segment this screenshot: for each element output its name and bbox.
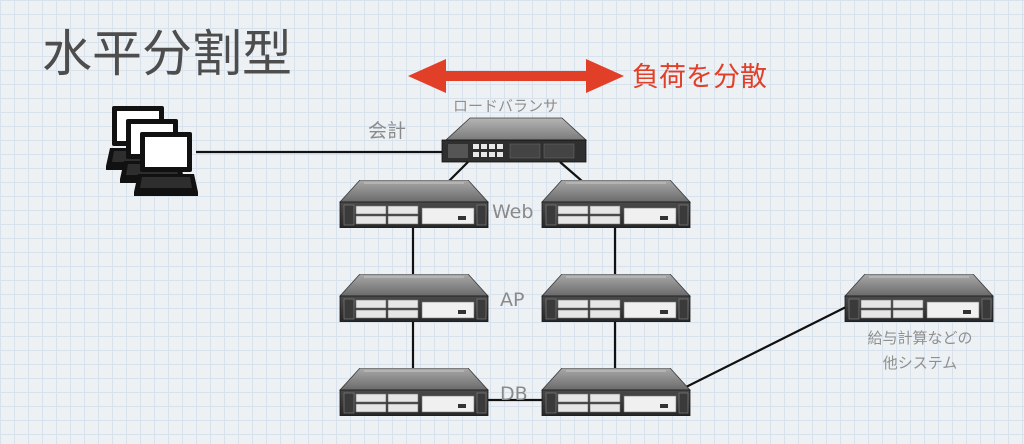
laptop-icon — [134, 132, 198, 196]
db-server-right — [541, 368, 691, 416]
other-system-server — [844, 274, 994, 322]
load-balancer-device — [441, 117, 588, 163]
web-tier-label: Web — [492, 201, 533, 223]
load-balancer-label: ロードバランサ — [453, 97, 558, 115]
ap-server-left — [339, 274, 489, 322]
client-label: 会計 — [368, 120, 406, 142]
web-server-right — [541, 180, 691, 228]
ap-server-right — [541, 274, 691, 322]
double-arrow-icon — [408, 59, 624, 93]
load-balance-label: 負荷を分散 — [632, 62, 767, 93]
other-system-label-line1: 給与計算などの — [867, 329, 972, 347]
client-laptops — [106, 106, 198, 196]
db-tier-label: DB — [500, 383, 528, 405]
web-server-left — [339, 180, 489, 228]
ap-tier-label: AP — [500, 289, 524, 311]
slide-title: 水平分割型 — [42, 25, 292, 83]
connection-lines — [196, 150, 849, 402]
other-system-label-line2: 他システム — [883, 354, 958, 372]
db-server-left — [339, 368, 489, 416]
